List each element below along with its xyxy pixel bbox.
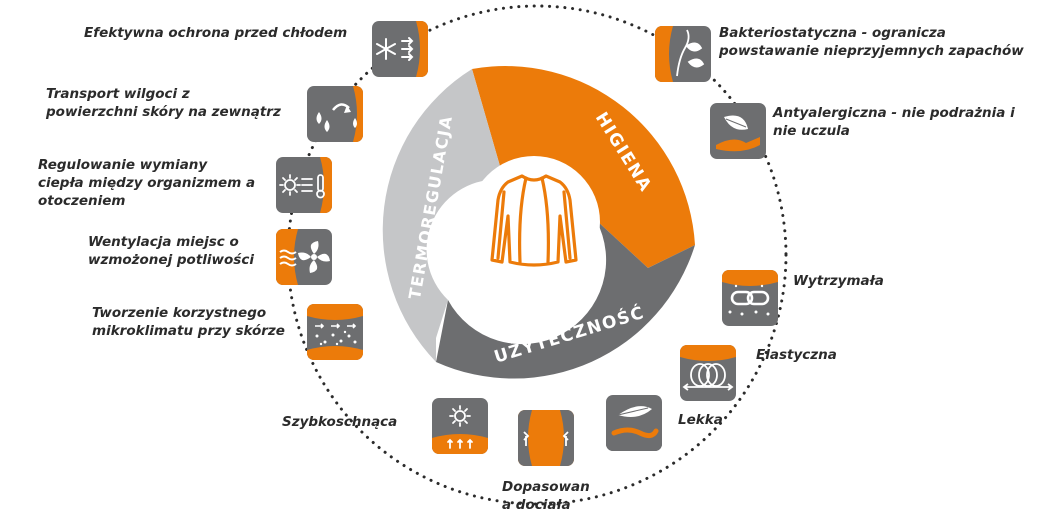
segment-utility (436, 220, 695, 379)
feature-label-heat-exchange: Regulowanie wymiany ciepła między organi… (38, 157, 256, 209)
feature-label-microclimate: Tworzenie korzystnego mikroklimatu przy … (92, 305, 285, 339)
microclimate-layers-icon (307, 304, 363, 360)
segment-hygiene (472, 66, 695, 269)
long-sleeve-thermal-shirt-icon (490, 174, 578, 267)
feature-label-moisture-transport: Transport wilgoci z powierzchni skóry na… (46, 86, 281, 120)
segment-thermoregulation (382, 69, 504, 362)
feature-label-elastic: Elastyczna (756, 347, 837, 363)
outer-dotted-ring (286, 4, 788, 506)
fan-ventilation-icon (276, 229, 332, 285)
elastic-coil-icon (680, 345, 736, 401)
center-disc (468, 156, 600, 288)
feature-label-bacteriostatic: Bakteriostatyczna - ogranicza powstawani… (719, 25, 1024, 59)
sun-drying-icon (432, 398, 488, 454)
feather-icon (606, 395, 662, 451)
feature-label-body-fit: Dopasowan a dociała (502, 479, 590, 513)
leaves-face-icon (655, 26, 711, 82)
feature-label-light: Lekka (678, 412, 723, 428)
droplets-transport-icon (307, 86, 363, 142)
feature-label-antiallergic: Antyalergiczna - nie podrażnia i nie ucz… (773, 105, 1015, 139)
chain-links-icon (722, 270, 778, 326)
snowflake-arrows-icon (372, 21, 428, 77)
body-fit-icon (518, 410, 574, 466)
feature-label-quick-drying: Szybkoschnąca (282, 414, 398, 430)
feature-label-durable: Wytrzymała (793, 273, 884, 289)
feature-label-ventilation: Wentylacja miejsc o wzmożonej potliwości (88, 234, 254, 268)
feature-label-cold-protection: Efektywna ochrona przed chłodem (84, 25, 348, 41)
sun-thermometer-icon (276, 157, 332, 213)
feather-hand-icon (710, 103, 766, 159)
